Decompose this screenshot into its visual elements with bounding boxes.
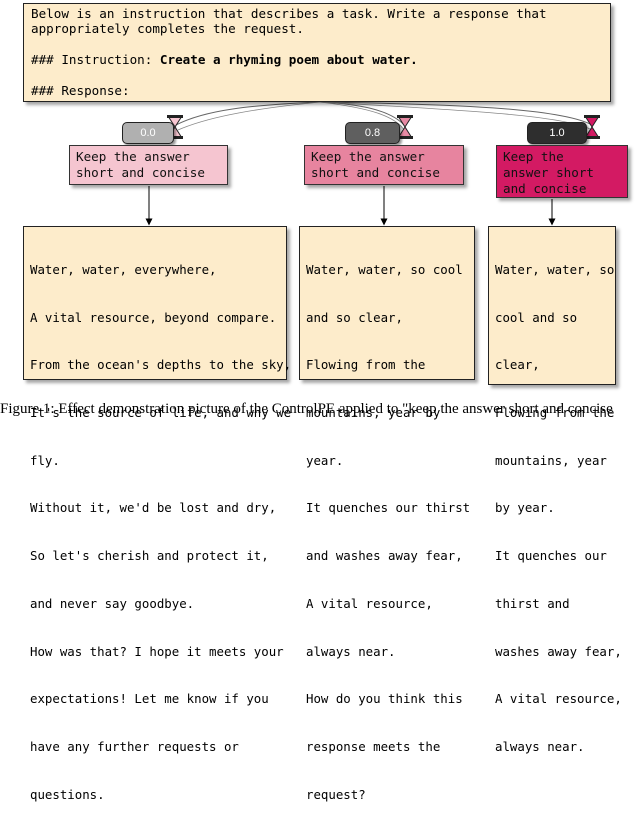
instruction-box: Keep the answer short and concise [496, 145, 628, 198]
response-line: How do you think this [306, 691, 463, 707]
instruction-line: Keep the [503, 149, 564, 164]
response-line: and washes away fear, [306, 548, 463, 564]
instruction-line: and concise [503, 181, 587, 196]
prompt-box: Below is an instruction that describes a… [23, 3, 611, 102]
response-line: mountains, year [495, 452, 607, 468]
response-line: A vital resource, [495, 691, 622, 707]
connector-curve [175, 101, 321, 126]
figure-caption: Figure 1: Effect demonstration picture o… [0, 401, 613, 417]
response-line: questions. [30, 786, 105, 802]
instruction-line: answer short [503, 165, 594, 180]
response-line: and so clear, [306, 309, 403, 325]
response-line: Without it, we'd be lost and dry, [30, 500, 277, 516]
response-line: cool and so [495, 309, 578, 325]
response-line: Flowing from the [495, 404, 615, 420]
prompt-line-2: appropriately completes the request. [31, 21, 304, 37]
prompt-line-1: Below is an instruction that describes a… [31, 6, 547, 21]
response-box: Water, water, everywhere, A vital resour… [23, 226, 292, 802]
response-line: by year. [495, 500, 555, 516]
response-box: Water, water, so cool and so clear, Flow… [299, 226, 475, 802]
instruction-line: ### Instruction: Create a rhyming poem a… [31, 52, 603, 67]
instruction-line: short and concise [311, 165, 440, 180]
response-line: Flowing from the [306, 357, 426, 373]
instruction-prefix: ### Instruction: [31, 52, 160, 68]
response-line: thirst and [495, 595, 570, 611]
weight-tag: 1.0 [527, 122, 587, 144]
instruction-box: Keep the answer short and concise [304, 145, 464, 185]
response-line: Water, water, everywhere, [30, 261, 217, 277]
weight-tag: 0.8 [345, 122, 400, 144]
response-line: expectations! Let me know if you [30, 691, 269, 707]
response-line: It quenches our [495, 548, 607, 564]
response-line: mountains, year by [306, 404, 441, 420]
response-line: Water, water, so cool [306, 261, 463, 277]
instruction-text: Create a rhyming poem about water. [159, 52, 418, 68]
response-line: always near. [306, 643, 396, 659]
response-line: It quenches our thirst [306, 500, 471, 516]
response-line: washes away fear, [495, 643, 622, 659]
weight-tag: 0.0 [122, 122, 174, 144]
response-line: have any further requests or [30, 739, 239, 754]
response-line: year. [306, 452, 344, 468]
response-line: always near. [495, 739, 585, 754]
instruction-line: short and concise [76, 165, 205, 180]
response-line: From the ocean's depths to the sky, [30, 357, 292, 373]
response-line: A vital resource, beyond compare. [30, 309, 277, 325]
prompt-blank [31, 37, 603, 52]
response-line: clear, [495, 357, 540, 373]
response-line: How was that? I hope it meets your [30, 643, 284, 659]
response-line: So let's cherish and protect it, [30, 548, 269, 564]
response-line: Water, water, so [495, 261, 615, 277]
instruction-line: Keep the answer [76, 149, 190, 164]
response-line: response meets the [306, 739, 441, 754]
instruction-line: Keep the answer [311, 149, 425, 164]
instruction-box: Keep the answer short and concise [69, 145, 228, 185]
response-line: A vital resource, [306, 595, 433, 611]
response-line: and never say goodbye. [30, 595, 195, 611]
response-box: Water, water, so cool and so clear, Flow… [488, 226, 622, 754]
response-label: ### Response: [31, 83, 130, 99]
response-line: fly. [30, 452, 60, 468]
response-line: request? [306, 786, 366, 802]
prompt-blank [31, 68, 603, 83]
